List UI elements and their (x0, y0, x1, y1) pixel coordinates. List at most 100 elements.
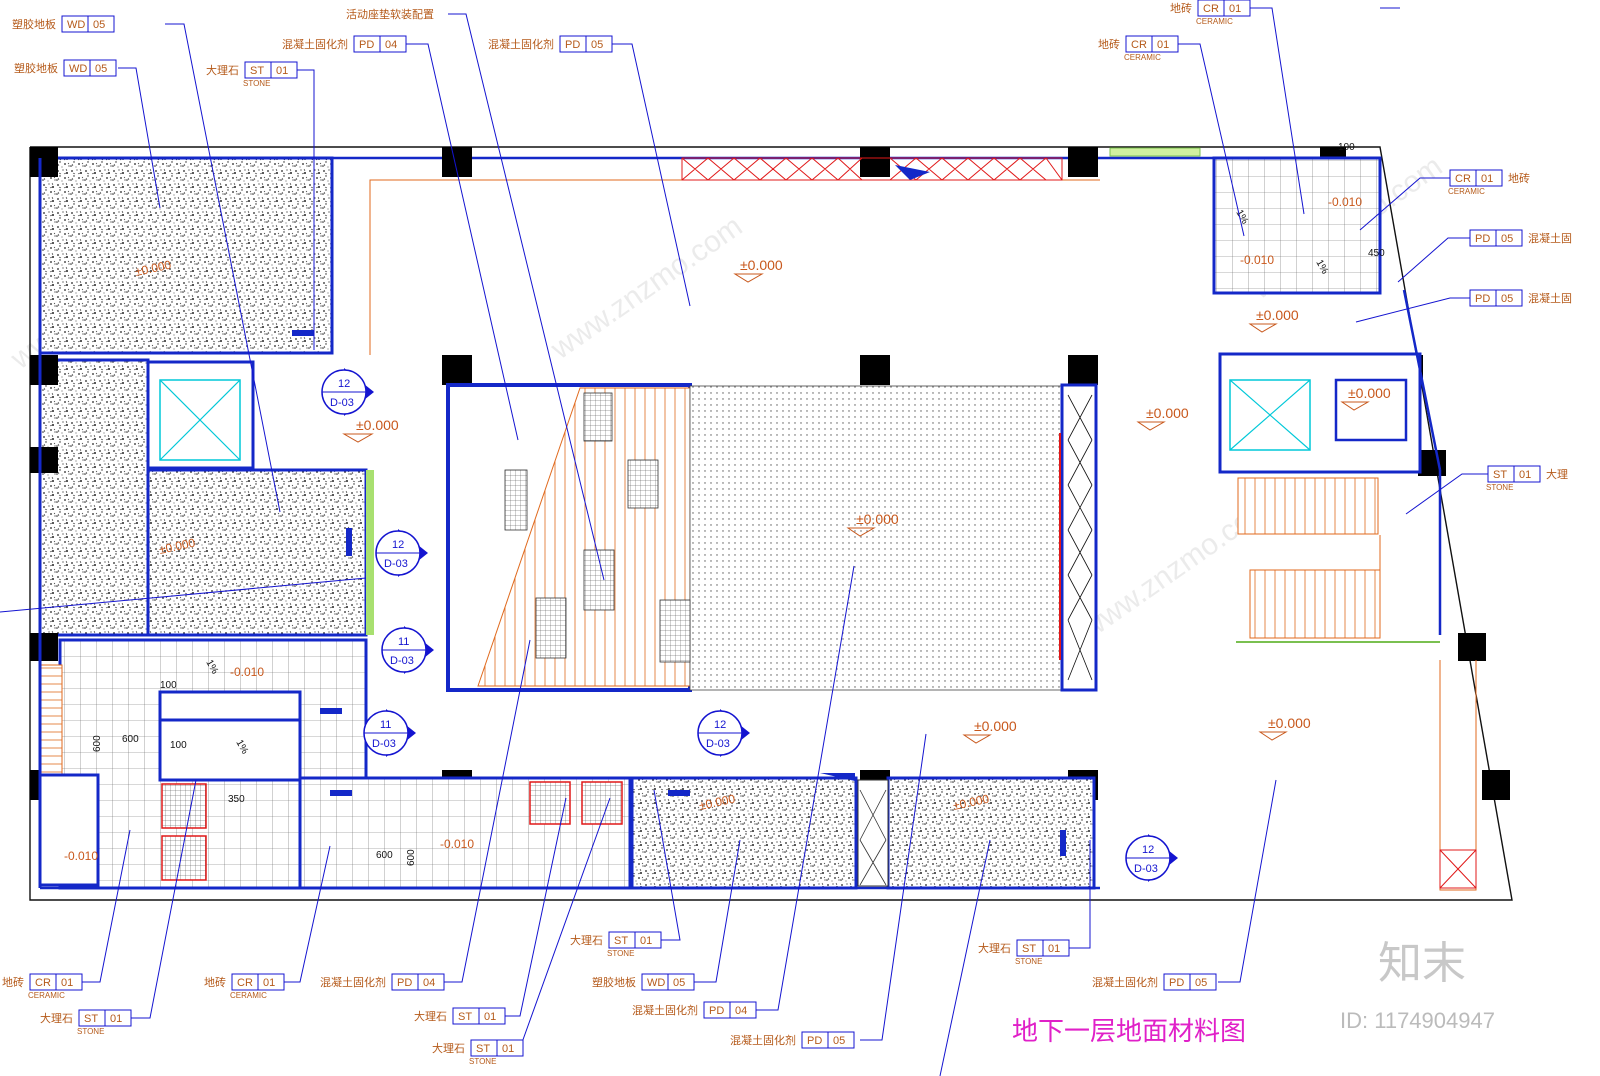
material-name: 混凝土固 (1528, 291, 1572, 305)
section-number: 11 (380, 719, 391, 731)
svg-text:www.znzmo.com: www.znzmo.com (544, 210, 748, 367)
level-label: ±0.000 (1348, 385, 1391, 401)
material-code: CR (1455, 173, 1471, 185)
material-code: PD (807, 1035, 822, 1047)
material-number: 05 (1501, 293, 1513, 305)
material-code: PD (1169, 977, 1184, 989)
material-code: CR (237, 977, 253, 989)
material-name: 大理石 (414, 1009, 447, 1023)
svg-text:450: 450 (1368, 248, 1385, 259)
level-label: -0.010 (230, 665, 264, 679)
svg-text:600: 600 (122, 734, 139, 745)
material-name: 大理 (1546, 467, 1568, 481)
level-label: ±0.000 (1256, 307, 1299, 323)
level-label: ±0.000 (356, 417, 399, 433)
section-mark: 12D-03 (697, 709, 750, 757)
material-name: 塑胶地板 (12, 17, 56, 31)
material-name: 混凝土固化剂 (730, 1033, 796, 1047)
material-number: 01 (276, 65, 288, 77)
material-number: 01 (640, 935, 652, 947)
elevator-left (146, 360, 255, 470)
material-tag: 混凝土固 PD 05 (1469, 289, 1572, 307)
material-name: 混凝土固 (1528, 231, 1572, 245)
material-name: 活动座垫软装配置 (346, 7, 434, 21)
level-label: -0.010 (1328, 195, 1362, 209)
material-number: 05 (1501, 233, 1513, 245)
level-label: -0.010 (1240, 253, 1274, 267)
material-name: 大理石 (432, 1041, 465, 1055)
material-number: 05 (591, 39, 603, 51)
svg-text:600: 600 (406, 849, 417, 866)
material-code: ST (458, 1011, 472, 1023)
section-sheet: D-03 (706, 738, 730, 750)
material-sub: CERAMIC (1448, 187, 1485, 196)
material-sub: STONE (1015, 957, 1042, 966)
central-hall (446, 383, 1098, 692)
material-sub: STONE (469, 1057, 496, 1066)
section-number: 12 (1142, 844, 1154, 856)
section-number: 12 (338, 378, 350, 390)
material-tag: 混凝土固 PD 05 (1469, 229, 1572, 247)
material-code: WD (69, 63, 87, 75)
level-label: -0.010 (440, 837, 474, 851)
svg-text:600: 600 (92, 735, 103, 752)
level-label: ±0.000 (1146, 405, 1189, 421)
material-code: PD (359, 39, 374, 51)
material-name: 混凝土固化剂 (320, 975, 386, 989)
material-name: 地砖 (2, 975, 24, 989)
room-upper-left (38, 156, 374, 637)
material-code: CR (1131, 39, 1147, 51)
bottom-corridor (298, 773, 1096, 890)
svg-text:350: 350 (228, 794, 245, 805)
watermark-logo: 知末 (1378, 938, 1466, 989)
material-number: 01 (1229, 3, 1241, 15)
svg-text:100: 100 (170, 740, 187, 751)
material-code: PD (1475, 233, 1490, 245)
material-number: 05 (1195, 977, 1207, 989)
section-mark: 11D-03 (363, 709, 416, 757)
material-name: 大理石 (206, 63, 239, 77)
material-sub: STONE (607, 949, 634, 958)
material-number: 01 (502, 1043, 514, 1055)
section-number: 11 (398, 636, 409, 648)
drawing-title: 地下一层地面材料图 (1012, 1017, 1246, 1047)
section-mark: 12D-03 (1125, 834, 1178, 882)
level-markers: ±0.000 ±0.000 ±0.000 ±0.000 ±0.000 ±0.00… (64, 195, 1391, 863)
level-label: -0.010 (64, 849, 98, 863)
material-code: ST (1022, 943, 1036, 955)
material-number: 04 (735, 1005, 747, 1017)
material-code: ST (614, 935, 628, 947)
material-name: 混凝土固化剂 (1092, 975, 1158, 989)
material-code: WD (647, 977, 665, 989)
material-number: 01 (1519, 469, 1531, 481)
dimensions: 600 600 600 600 100 100 100 350 450 1% 1… (92, 142, 1385, 866)
section-mark: 12D-03 (375, 529, 428, 577)
material-sub: CERAMIC (28, 991, 65, 1000)
material-number: 01 (1481, 173, 1493, 185)
material-code: CR (1203, 3, 1219, 15)
material-sub: STONE (1486, 483, 1513, 492)
material-name: 大理石 (978, 941, 1011, 955)
material-code: PD (1475, 293, 1490, 305)
level-label: ±0.000 (740, 257, 783, 273)
material-name: 地砖 (1508, 171, 1530, 185)
material-sub: STONE (243, 79, 270, 88)
material-sub: CERAMIC (1196, 17, 1233, 26)
material-code: ST (476, 1043, 490, 1055)
section-sheet: D-03 (384, 558, 408, 570)
material-name: 混凝土固化剂 (488, 37, 554, 51)
